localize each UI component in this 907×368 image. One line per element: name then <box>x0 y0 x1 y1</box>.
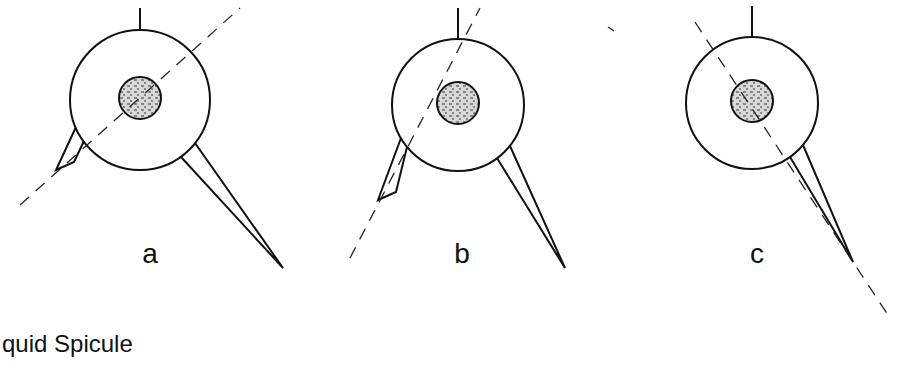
spicule <box>181 143 283 268</box>
figure-letter: a <box>142 240 158 268</box>
nucleus <box>119 77 161 119</box>
axis-line <box>695 22 890 318</box>
cell-outline <box>70 30 210 170</box>
axis-line <box>350 8 480 258</box>
tick <box>457 8 459 39</box>
tick <box>139 8 141 30</box>
nucleus <box>437 82 479 124</box>
spicule <box>497 146 565 268</box>
figure-letter: b <box>454 240 470 268</box>
caption-fragment: quid Spicule <box>2 332 133 356</box>
cell-a <box>56 8 283 268</box>
figure-letter: c <box>750 240 764 268</box>
spicule <box>790 145 853 262</box>
cell-outline <box>392 39 524 171</box>
tick <box>751 6 753 37</box>
dash-mark <box>608 27 614 31</box>
cell-outline <box>686 37 818 169</box>
axis-line <box>20 8 240 205</box>
nucleus <box>731 80 773 122</box>
cell-b <box>378 8 565 268</box>
notch <box>378 138 407 200</box>
